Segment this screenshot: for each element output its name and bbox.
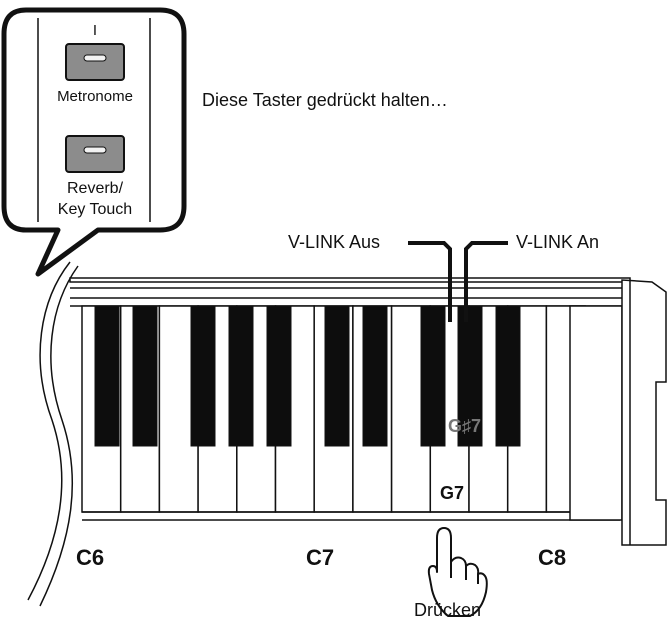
reverb-key-touch-button[interactable] bbox=[65, 135, 125, 173]
white-key-label: G7 bbox=[440, 483, 465, 503]
press-label: Drücken bbox=[414, 600, 482, 620]
pointing-hand-icon bbox=[427, 527, 488, 617]
piano-keyboard bbox=[69, 277, 667, 546]
break-line-inner bbox=[39, 265, 79, 607]
break-line-outer bbox=[27, 261, 71, 601]
vlink-on-pointer bbox=[464, 241, 508, 322]
vlink-pointers bbox=[408, 241, 508, 322]
vlink-off-label: V-LINK Aus bbox=[288, 232, 381, 252]
black-key[interactable] bbox=[190, 305, 216, 447]
octave-label-c7: C7 bbox=[306, 545, 335, 570]
black-keys-group bbox=[94, 305, 521, 447]
black-key[interactable] bbox=[324, 305, 350, 447]
metronome-button[interactable] bbox=[65, 43, 125, 81]
keyboard-end-block bbox=[569, 305, 623, 521]
octave-label-c6: C6 bbox=[76, 545, 105, 570]
black-key[interactable] bbox=[132, 305, 158, 447]
keyboard-top-rail bbox=[69, 277, 631, 283]
reverb-label-line1: Reverb/ bbox=[66, 180, 124, 197]
black-key-label: G♯7 bbox=[448, 416, 482, 436]
reverb-led bbox=[83, 146, 107, 154]
vlink-off-pointer bbox=[408, 241, 452, 322]
indicator-mark: I bbox=[92, 22, 98, 39]
keyboard-end-cheek bbox=[621, 279, 667, 546]
black-key[interactable] bbox=[495, 305, 521, 447]
instruction-text: Diese Taster gedrückt halten… bbox=[202, 90, 448, 110]
reverb-label-line2: Key Touch bbox=[57, 201, 133, 218]
black-key[interactable] bbox=[457, 305, 483, 447]
black-key[interactable] bbox=[228, 305, 254, 447]
black-key[interactable] bbox=[362, 305, 388, 447]
black-key[interactable] bbox=[266, 305, 292, 447]
metronome-label: Metronome bbox=[57, 88, 133, 105]
black-key[interactable] bbox=[420, 305, 446, 447]
metronome-led bbox=[83, 54, 107, 62]
vlink-on-label: V-LINK An bbox=[516, 232, 600, 252]
octave-label-c8: C8 bbox=[538, 545, 567, 570]
black-key[interactable] bbox=[94, 305, 120, 447]
